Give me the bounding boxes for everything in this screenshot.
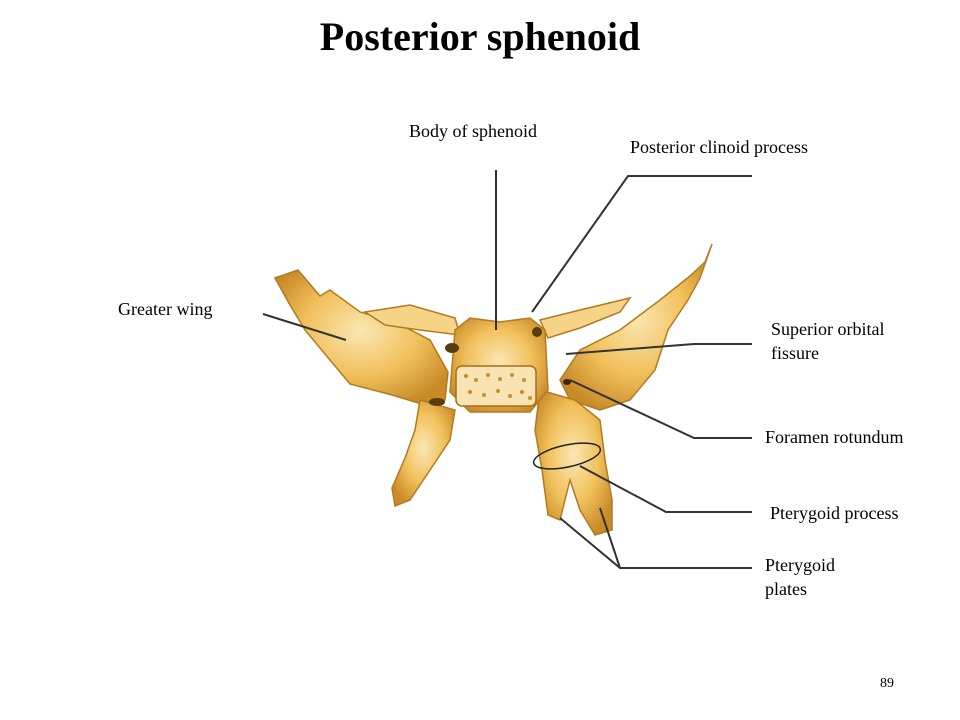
- page-title: Posterior sphenoid: [319, 14, 641, 59]
- pterygoid-process-right-shape: [534, 389, 613, 536]
- clinoid-hole: [532, 327, 542, 337]
- spongy-bone-surface: [455, 365, 537, 407]
- left-foramen-hole: [429, 398, 445, 406]
- label-pterygoid-plates-line2: plates: [765, 579, 807, 599]
- label-body-of-sphenoid: Body of sphenoid: [409, 121, 537, 141]
- label-greater-wing: Greater wing: [118, 299, 213, 319]
- label-superior-orbital-line1: Superior orbital: [771, 319, 885, 339]
- pterygoid-plate-left-shape: [391, 399, 456, 508]
- label-pterygoid-plates-line1: Pterygoid: [765, 555, 835, 575]
- greater-wing-left-shape: [273, 269, 449, 406]
- superior-orbital-fissure-hole: [445, 343, 459, 353]
- spongy-bone-texture: [464, 373, 532, 400]
- page-number: 89: [880, 676, 894, 691]
- label-foramen-rotundum: Foramen rotundum: [765, 427, 904, 447]
- label-superior-orbital-line2: fissure: [771, 343, 819, 363]
- label-posterior-clinoid-process: Posterior clinoid process: [630, 137, 808, 157]
- foramen-rotundum-hole: [563, 379, 571, 385]
- label-pterygoid-process: Pterygoid process: [770, 503, 899, 523]
- pterygoid-process-ring: [532, 442, 602, 470]
- leader-lines: [262, 170, 752, 569]
- lesser-wing-right-shape: [538, 296, 632, 339]
